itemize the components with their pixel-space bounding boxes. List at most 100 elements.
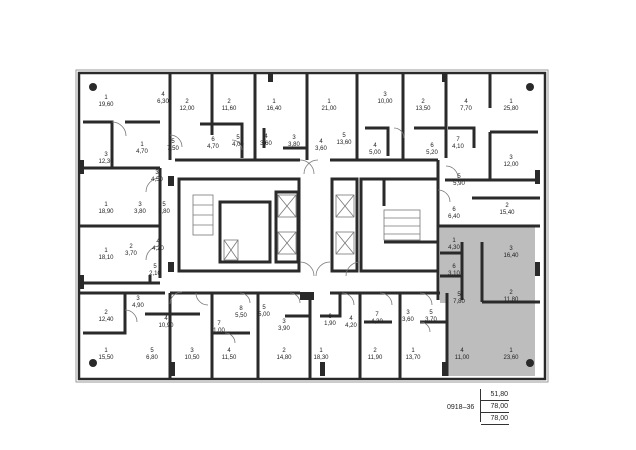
- room-area: 1,00: [213, 328, 225, 334]
- room-number: 3: [104, 152, 108, 158]
- room-area: 5,00: [369, 150, 381, 156]
- room-number: 6: [452, 207, 456, 213]
- room-area: 7,50: [167, 146, 179, 152]
- room-area: 11,90: [367, 355, 383, 361]
- room-number: 4: [319, 139, 323, 145]
- room-area: 5,80: [158, 209, 170, 215]
- room-area: 3,80: [134, 209, 146, 215]
- room-area: 15,40: [499, 210, 515, 216]
- room-area: 21,00: [321, 106, 337, 112]
- room-number: 3: [282, 319, 286, 325]
- room-number: 1: [509, 99, 513, 105]
- room-area: 10,00: [377, 99, 393, 105]
- room-number: 4: [349, 316, 353, 322]
- room-number: 5: [171, 139, 175, 145]
- room-area: 4,70: [136, 149, 148, 155]
- room-area: 4,50: [151, 177, 163, 183]
- room-number: 4: [164, 316, 168, 322]
- room-area: 19,60: [98, 102, 114, 108]
- room-number: 3: [190, 348, 194, 354]
- room-area: 16,40: [266, 106, 282, 112]
- room-area: 16,40: [503, 253, 519, 259]
- room-area: 13,60: [336, 140, 352, 146]
- room-area: 13,50: [415, 106, 431, 112]
- room-area: 7,70: [460, 106, 472, 112]
- legend-divider: [480, 389, 481, 422]
- area-value: 78,00: [481, 413, 509, 425]
- thin-lines: [111, 121, 459, 344]
- room-area: 18,30: [313, 355, 329, 361]
- room-area: 14,80: [276, 355, 292, 361]
- room-number: 5: [162, 202, 166, 208]
- room-area: 18,90: [98, 209, 114, 215]
- room-number: 1: [272, 99, 276, 105]
- room-area: 12,40: [98, 317, 114, 323]
- room-number: 5: [342, 133, 346, 139]
- room-number: 3: [383, 92, 387, 98]
- room-area: 3,60: [402, 317, 414, 323]
- room-area: 11,60: [221, 106, 237, 112]
- room-area: 3,60: [315, 146, 327, 152]
- area-value: 51,80: [481, 389, 509, 401]
- room-area: 10,50: [184, 355, 200, 361]
- room-number: 2: [227, 99, 231, 105]
- room-number: 7: [375, 312, 379, 318]
- room-area: 11,80: [503, 297, 519, 303]
- room-number: 1: [452, 238, 456, 244]
- room-number: 5: [429, 310, 433, 316]
- room-number: 4: [156, 239, 160, 245]
- room-number: 6: [211, 137, 215, 143]
- room-area: 15,50: [98, 355, 114, 361]
- room-number: 2: [509, 290, 513, 296]
- room-number: 1: [104, 248, 108, 254]
- room-area: 12,00: [503, 162, 519, 168]
- apartment-code: 0918–36: [447, 404, 475, 411]
- room-number: 1: [319, 348, 323, 354]
- room-area: 4,90: [132, 303, 144, 309]
- room-area: 13,70: [405, 355, 421, 361]
- room-area: 25,80: [503, 106, 519, 112]
- room-number: 4: [464, 99, 468, 105]
- room-area: 1,90: [324, 321, 336, 327]
- area-summary: 51,80 78,00 78,00: [481, 389, 509, 425]
- room-area: 12,30: [98, 159, 114, 165]
- outer-frame: [75, 69, 549, 383]
- room-number: 6: [452, 264, 456, 270]
- room-area: 5,50: [235, 313, 247, 319]
- room-number: 2: [505, 203, 509, 209]
- room-number: 3: [138, 202, 142, 208]
- room-area: 23,60: [503, 355, 519, 361]
- room-area: 5,90: [453, 181, 465, 187]
- room-number: 5: [262, 305, 266, 311]
- room-area: 11,50: [221, 355, 237, 361]
- room-area: 3,80: [288, 142, 300, 148]
- room-area: 3,70: [425, 317, 437, 323]
- room-area: 18,10: [98, 255, 114, 261]
